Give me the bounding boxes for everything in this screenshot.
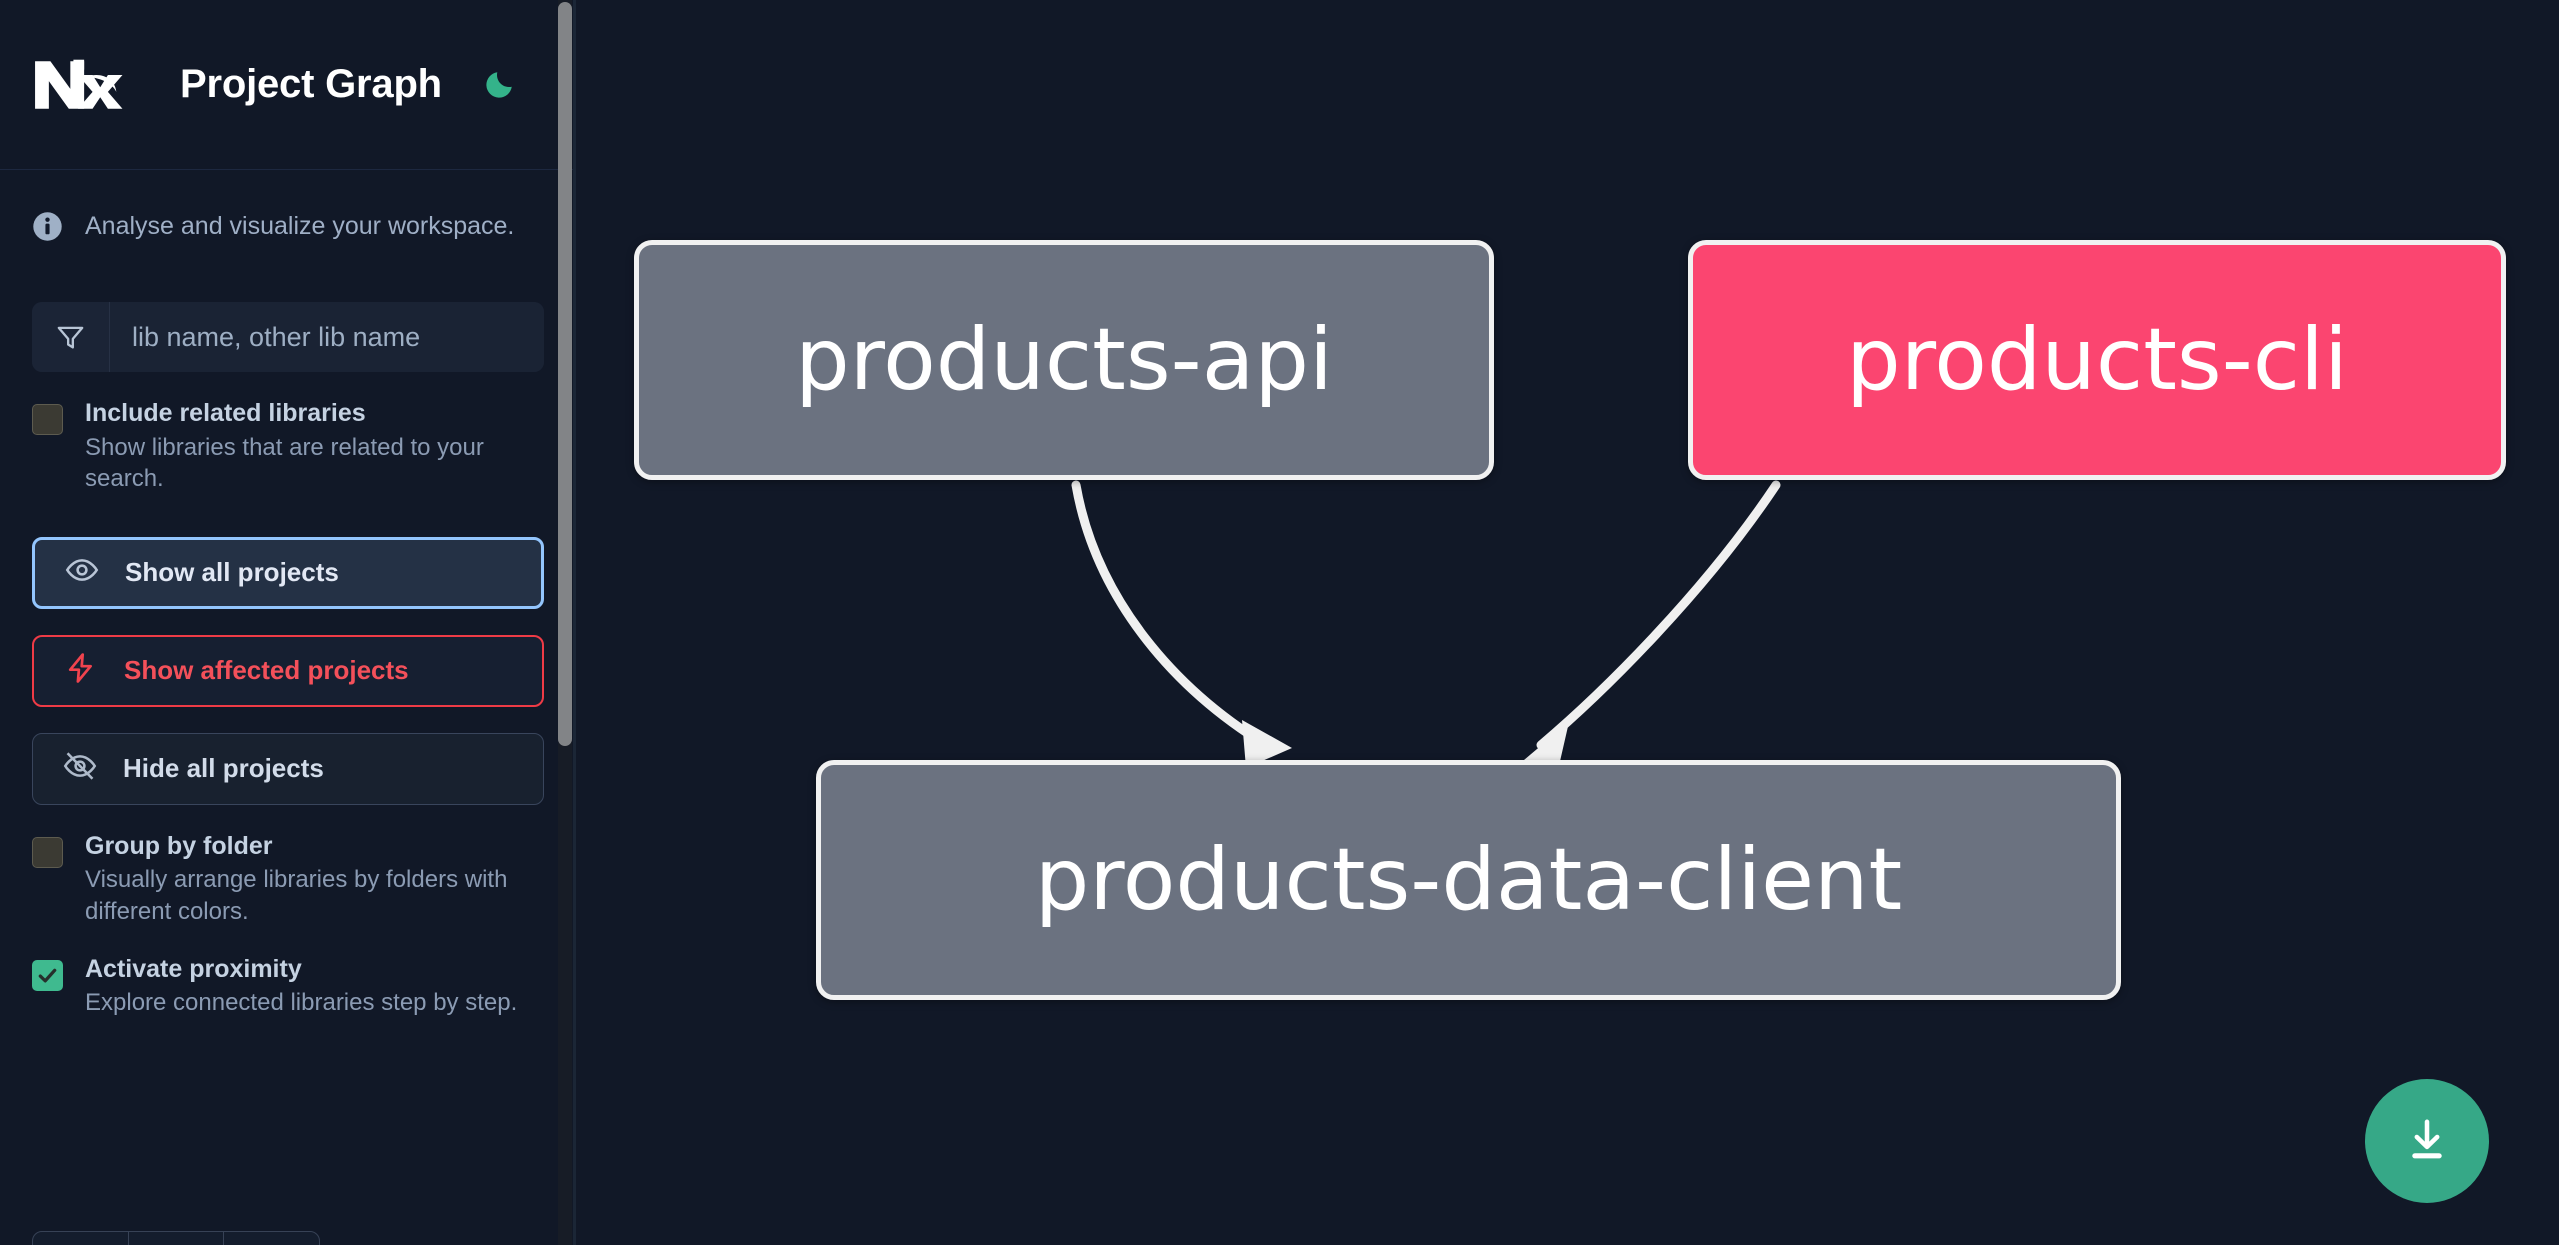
workspace-subtitle: Analyse and visualize your workspace. (0, 170, 576, 282)
moon-icon[interactable] (476, 62, 522, 108)
filter-icon (32, 302, 110, 372)
eye-off-icon (63, 749, 97, 788)
checkbox-activate-proximity[interactable] (32, 959, 63, 991)
option-description: Visually arrange libraries by folders wi… (85, 866, 508, 926)
segment-2[interactable] (129, 1232, 225, 1245)
option-description: Explore connected libraries step by step… (85, 989, 518, 1017)
option-activate-proximity[interactable]: Activate proximity Explore connected lib… (0, 954, 576, 1019)
nx-logo-icon (32, 55, 124, 115)
lightning-icon (64, 651, 98, 690)
download-icon (2401, 1114, 2453, 1169)
option-description: Show libraries that are related to your … (85, 433, 484, 493)
checkbox-group-by-folder[interactable] (32, 836, 63, 868)
checkbox-include-related-libraries[interactable] (32, 404, 63, 435)
option-title: Activate proximity (85, 954, 302, 983)
segment-3[interactable] (224, 1232, 319, 1245)
edge-products-cli-to-products-data-client (1536, 480, 1781, 750)
option-include-related-libraries[interactable]: Include related libraries Show libraries… (0, 398, 576, 495)
info-icon (32, 211, 63, 242)
option-title: Group by folder (85, 831, 273, 860)
sidebar: Project Graph Analyse and visualize your… (0, 0, 576, 1245)
project-graph-canvas[interactable]: products-api products-cli products-data-… (576, 0, 2559, 1245)
search-bar (32, 302, 544, 372)
segment-1[interactable] (33, 1232, 129, 1245)
graph-edges (1071, 480, 1781, 770)
download-image-button[interactable] (2365, 1079, 2489, 1203)
option-title: Include related libraries (85, 399, 366, 427)
show-all-projects-button[interactable]: Show all projects (32, 536, 544, 609)
edge-arrowhead (1524, 722, 1569, 770)
graph-node-products-data-client[interactable]: products-data-client (816, 760, 2121, 1000)
graph-node-products-cli[interactable]: products-cli (1688, 240, 2506, 480)
sidebar-divider (573, 0, 576, 1245)
show-affected-projects-label: Show affected projects (124, 655, 409, 686)
option-group-by-folder[interactable]: Group by folder Visually arrange librari… (0, 831, 576, 928)
search-input[interactable] (110, 302, 544, 372)
edge-arrowhead (1242, 720, 1292, 768)
hide-all-projects-label: Hide all projects (123, 753, 324, 784)
bottom-segmented-control[interactable] (32, 1231, 320, 1245)
workspace-subtitle-text: Analyse and visualize your workspace. (85, 211, 515, 240)
sidebar-header: Project Graph (0, 0, 576, 170)
graph-node-products-api[interactable]: products-api (634, 240, 1494, 480)
show-all-projects-label: Show all projects (125, 557, 339, 588)
show-affected-projects-button[interactable]: Show affected projects (32, 634, 544, 707)
edge-products-api-to-products-data-client (1071, 480, 1271, 750)
page-title: Project Graph (180, 62, 442, 106)
sidebar-scrollbar-thumb[interactable] (558, 2, 572, 746)
project-visibility-buttons: Show all projects Show affected projects (0, 536, 576, 805)
eye-icon (65, 553, 99, 592)
hide-all-projects-button[interactable]: Hide all projects (32, 732, 544, 805)
